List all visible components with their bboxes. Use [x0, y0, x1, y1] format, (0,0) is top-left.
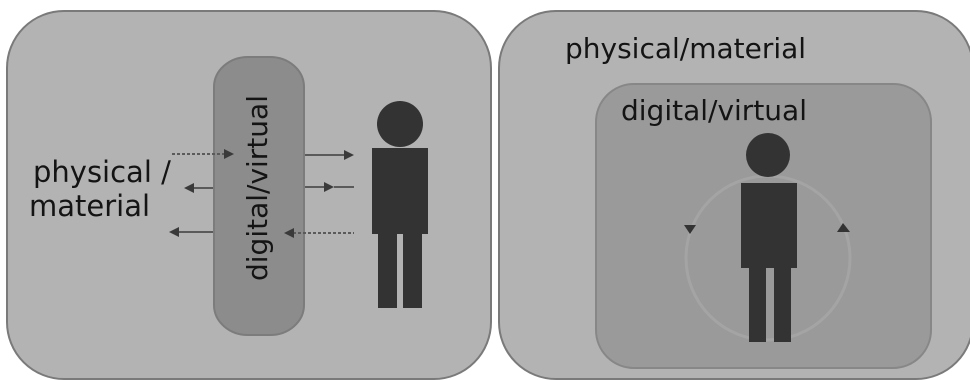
outside-label-line1: physical / — [33, 155, 171, 189]
arrow-left-icon — [284, 228, 354, 238]
arrow-down-icon — [684, 225, 696, 234]
inner-space-label: digital/virtual — [621, 94, 807, 127]
outside-label-line2: material — [29, 189, 151, 223]
arrow-right-icon — [305, 182, 334, 192]
arrow-up-icon — [837, 223, 850, 232]
arrow-right-icon — [172, 149, 234, 159]
screen-label-vertical: digital/virtual — [241, 95, 274, 281]
arrow-left-icon — [169, 227, 213, 237]
digital-screen — [213, 56, 305, 336]
arrow-right-icon — [305, 150, 354, 160]
person-icon — [372, 101, 428, 308]
arrow-left-icon — [184, 183, 213, 193]
person-icon — [741, 133, 797, 342]
outer-space-label: physical/material — [565, 32, 807, 65]
